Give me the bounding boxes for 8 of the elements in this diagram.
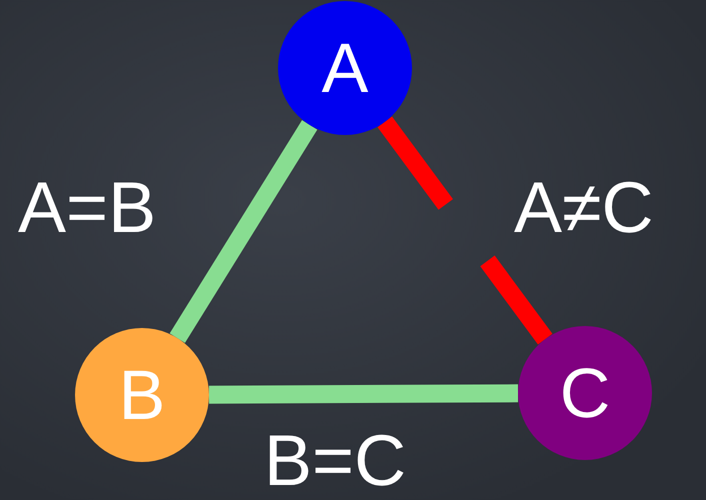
edge-label: A≠C [514,172,654,244]
connector-line [208,384,518,404]
edge-label: A=B [18,172,156,244]
node-letter: C [560,358,610,428]
node-letter: A [322,33,368,103]
node-letter: B [118,360,166,430]
connector-line [170,120,318,343]
edge-label: B=C [264,425,406,497]
